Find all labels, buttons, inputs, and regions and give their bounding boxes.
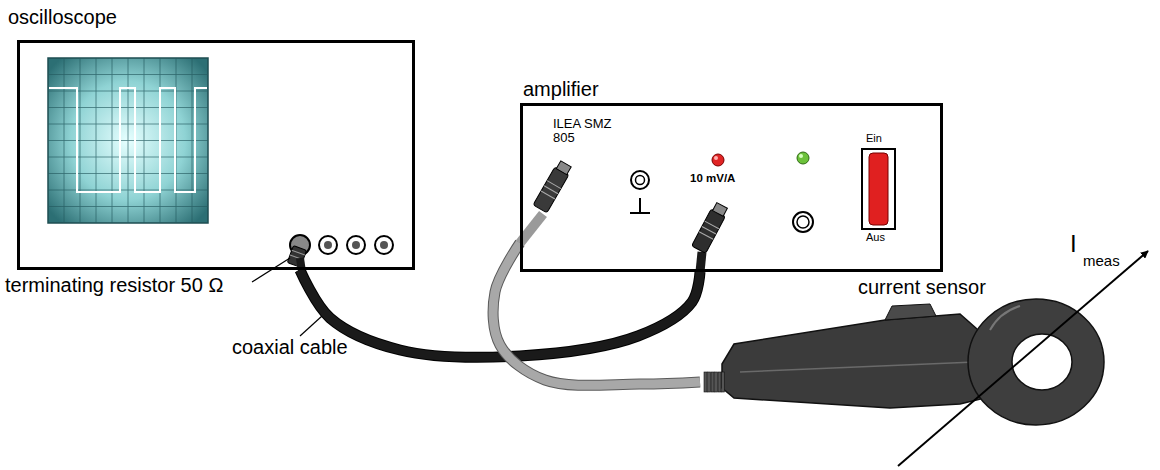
device-box: oscilloscope xyxy=(17,40,415,270)
switch-on: Ein xyxy=(866,132,882,145)
amplifier-panel-part-part xyxy=(699,232,713,240)
oscilloscope-screen-part-part xyxy=(48,190,208,191)
amplifier-panel-part xyxy=(869,153,888,225)
amplifier-panel-part xyxy=(799,154,803,158)
current-clamp-part-part-part xyxy=(704,372,707,392)
scope-inputs-part xyxy=(319,236,337,254)
current-clamp-part-part-part xyxy=(715,372,718,392)
oscilloscope-screen-part-part xyxy=(48,157,208,158)
current-clamp-part-part xyxy=(704,372,725,392)
amplifier-panel-part xyxy=(714,156,718,160)
current-clamp-part-part xyxy=(885,304,936,320)
leader-line xyxy=(252,258,290,282)
cable-outline xyxy=(493,243,700,385)
oscilloscope-screen-part-part xyxy=(48,107,208,108)
amplifier-panel-part-part xyxy=(533,167,569,213)
current-clamp-part-part xyxy=(968,299,1104,425)
amplifier-panel-part xyxy=(692,202,730,254)
current-clamp-part-part xyxy=(990,306,1020,330)
amplifier-panel xyxy=(520,149,895,272)
current-symbol: I xyxy=(1070,230,1077,258)
leader-line xyxy=(300,316,322,336)
oscilloscope-screen-part-part xyxy=(48,91,208,92)
current-clamp-part xyxy=(704,251,1148,466)
oscilloscope-screen-part-part xyxy=(48,206,208,207)
scope-inputs-part xyxy=(375,236,393,254)
amplifier-panel-part-part xyxy=(541,191,555,199)
cable-path xyxy=(493,243,700,385)
scale-factor: 10 mV/A xyxy=(690,172,735,185)
amplifier-panel-part xyxy=(712,154,724,166)
oscilloscope-screen-part-part xyxy=(48,140,208,141)
scope-inputs-part xyxy=(324,241,332,249)
scope-inputs-part xyxy=(380,241,388,249)
oscilloscope-screen-part-part xyxy=(48,173,208,174)
amplifier-panel-part-part xyxy=(713,203,728,217)
amplifier-panel-part-part xyxy=(692,209,726,254)
current-subscript: meas xyxy=(1083,252,1120,269)
amplifier-panel-part xyxy=(793,212,813,232)
oscilloscope-screen xyxy=(48,58,208,223)
current-clamp-part-part-part xyxy=(708,372,711,392)
amplifier-panel-part xyxy=(862,149,895,229)
scope-inputs xyxy=(287,235,393,272)
oscilloscope-screen-part-part xyxy=(48,74,208,75)
oscilloscope-screen-part xyxy=(48,58,208,223)
sensor-node: current sensor xyxy=(700,276,1110,440)
amplifier-panel-part-part xyxy=(556,161,571,175)
amplifier-panel-part-part xyxy=(705,221,719,229)
node-title: oscilloscope xyxy=(8,6,117,29)
scope-inputs-part-part xyxy=(292,250,305,255)
oscilloscope-screen-part xyxy=(49,88,207,192)
amplifier-panel-part xyxy=(797,152,809,164)
node-title: amplifier xyxy=(523,78,599,101)
amplifier-panel-part-part xyxy=(544,186,558,194)
amplifier-panel-part xyxy=(631,171,649,189)
current-clamp-part-part xyxy=(722,314,985,408)
amplifier-panel-part-part xyxy=(547,181,561,189)
oscilloscope-screen-part-part xyxy=(48,124,208,125)
amplifier-panel-part xyxy=(533,160,573,213)
amplifier-panel-part xyxy=(636,176,645,185)
device-model: ILEA SMZ 805 xyxy=(553,117,617,146)
cable-connector xyxy=(493,243,700,385)
oscilloscope-screen-part xyxy=(48,58,208,223)
amplifier-panel-part xyxy=(520,214,543,243)
current-clamp-part-part xyxy=(740,362,975,372)
current-clamp-part-part-part xyxy=(722,372,725,392)
terminating-label: terminating resistor 50 Ω xyxy=(5,274,223,297)
scope-inputs-part xyxy=(347,236,365,254)
switch-off: Aus xyxy=(866,231,885,244)
current-clamp xyxy=(700,276,1110,440)
amplifier-panel-part xyxy=(639,198,641,213)
scope-inputs-part xyxy=(352,241,360,249)
current-clamp-part-part-part xyxy=(711,372,714,392)
amplifier-panel-part xyxy=(700,252,702,272)
current-clamp-part-part-part xyxy=(718,372,721,392)
amplifier-panel-part-part xyxy=(702,226,716,234)
amplifier-panel-part xyxy=(797,216,809,228)
node-title: current sensor xyxy=(858,276,986,299)
amplifier-panel-part xyxy=(630,212,650,214)
cable-label: coaxial cable xyxy=(232,336,348,359)
